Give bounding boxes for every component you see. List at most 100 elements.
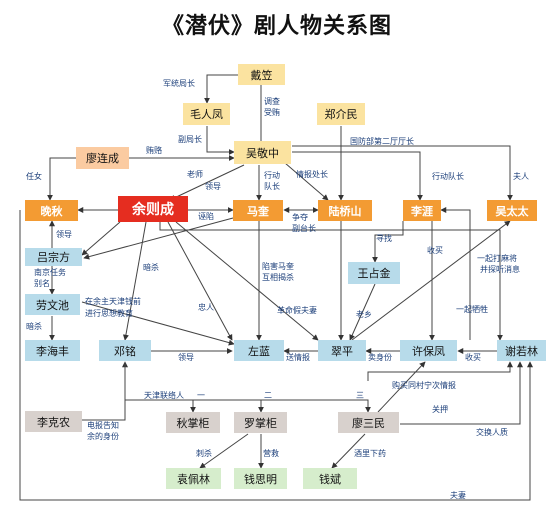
link-mao-wu: [206, 126, 235, 155]
link-deng-luo: [193, 399, 264, 413]
node-wang-zhanjin: 王占金: [348, 262, 400, 284]
link-liaosanmin-xu: [377, 361, 426, 413]
label-xingdong-2: 行动队长: [432, 172, 464, 181]
node-wu-jingzhong: 吴敬中: [234, 141, 291, 164]
label-er: 二: [264, 391, 272, 400]
label-yiqi-dama-a: 一起打麻将: [477, 254, 517, 263]
link-wu-wutaitai: [292, 145, 513, 201]
label-furen: 夫人: [513, 172, 529, 181]
node-ma-kui: 马奎: [233, 200, 283, 221]
link-cuiping-wutaitai: [351, 220, 511, 341]
label-yiqi-xisi: 一起牺牲: [456, 305, 488, 314]
link-wu-yu: [169, 164, 245, 201]
label-jiuli-xiayao: 酒里下药: [354, 449, 386, 458]
node-lu-qiaoshan: 陆桥山: [318, 200, 372, 221]
label-tianjin-lianluoren: 天津联络人: [144, 391, 184, 400]
label-jiaohuan: 交换人质: [476, 428, 508, 437]
node-dai-li: 戴笠: [238, 64, 285, 85]
label-yi: 一: [197, 391, 205, 400]
label-nanjing-a: 南京任务: [34, 268, 66, 277]
label-qingbao-chuzhang: 情报处长: [296, 170, 328, 179]
node-li-ya: 李涯: [403, 200, 441, 221]
label-xingdong-1b: 队长: [264, 182, 280, 191]
label-zhengduo-b: 副台长: [292, 224, 316, 233]
label-mai-shenfen: 卖身份: [368, 353, 392, 362]
label-ansha-1: 暗杀: [143, 263, 159, 272]
label-zhengduo-a: 争夺: [292, 213, 308, 222]
node-wan-qiu: 晚秋: [25, 200, 78, 221]
link-yu-zuolan: [167, 221, 233, 341]
node-liao-liancheng: 廖连成: [76, 147, 129, 169]
link-liaosanmin-xie: [367, 361, 513, 381]
link-wang-cuiping: [349, 283, 376, 341]
link-luo-yuan: [199, 433, 249, 469]
label-geming-fuqi: 革命假夫妻: [277, 306, 317, 315]
label-huilu: 贿赂: [146, 146, 162, 155]
label-xianhai-makui-a: 陷害马奎: [262, 262, 294, 271]
label-diaocha: 调查: [264, 97, 280, 106]
label-shoumai-1: 收买: [427, 246, 443, 255]
label-lingdao-3: 领导: [178, 353, 194, 362]
label-nanjing-b: 别名: [34, 279, 50, 288]
label-xianhai: 诬陷: [198, 212, 214, 221]
node-deng-ming: 邓铭: [99, 340, 151, 361]
label-guofangbu: 国防部第二厅厅长: [350, 137, 414, 146]
link-likenong-xie: [19, 210, 533, 501]
link-dai-mao: [204, 74, 238, 104]
label-zai-yuzhu-b: 进行思想教育: [85, 309, 133, 318]
node-cui-ping: 翠平: [318, 340, 366, 361]
label-xingdong-1a: 行动: [264, 171, 280, 180]
label-danjiu: 营救: [263, 449, 279, 458]
node-qian-siming: 钱思明: [234, 468, 287, 489]
label-songqingbao: 送情报: [286, 353, 310, 362]
node-li-kenong: 李克农: [25, 411, 82, 432]
link-deng-liao: [261, 399, 371, 413]
label-laoxiang: 老乡: [356, 310, 372, 319]
diagram-title: 《潜伏》剧人物关系图: [161, 14, 392, 39]
link-xie-liya: [440, 207, 471, 340]
label-zai-yuzhu-a: 在余主天津钱前: [85, 297, 141, 306]
label-yiqi-dama-b: 并探听消息: [480, 265, 520, 274]
node-lv-zongfang: 吕宗方: [25, 248, 82, 266]
link-ma-lv: [83, 217, 234, 260]
node-luo-zhanggui: 罗掌柜: [234, 412, 287, 433]
link-liao-qianbin: [331, 433, 366, 469]
label-cisha: 刺杀: [196, 449, 212, 458]
link-yu-deng: [122, 221, 147, 341]
label-ansha-2: 暗杀: [26, 322, 42, 331]
node-li-haifeng: 李海丰: [25, 340, 80, 361]
node-lao-wenchi: 劳文池: [25, 294, 80, 315]
link-liya-wang: [372, 221, 404, 263]
link-deng-qiu: [124, 362, 196, 413]
node-xie-ruolin: 谢若林: [497, 340, 546, 361]
label-lingdao-2: 领导: [56, 230, 72, 239]
label-renv: 任女: [26, 172, 42, 181]
node-yu-zecheng: 余则成: [118, 196, 188, 222]
label-dianbao-b: 余的身份: [87, 432, 119, 441]
link-likenong-deng: [82, 361, 128, 421]
label-san: 三: [356, 391, 364, 400]
label-dianbao-a: 电报告知: [87, 421, 119, 430]
label-goumai: 购买同村宁次情报: [392, 381, 456, 390]
link-lao-zuolan: [81, 301, 235, 346]
node-wu-taitai: 吴太太: [487, 200, 537, 221]
label-lingdao-1: 领导: [205, 182, 221, 191]
label-shouhui: 受贿: [264, 108, 280, 117]
node-qian-bin: 钱斌: [303, 468, 357, 489]
node-yuan-peilin: 袁佩林: [166, 468, 221, 489]
node-liao-sanmin: 廖三民: [338, 412, 399, 433]
node-mao-renfeng: 毛人凤: [183, 103, 230, 125]
node-zheng-jiemin: 郑介民: [317, 103, 365, 125]
label-shoumai-2: 收买: [465, 353, 481, 362]
link-liao-wanqiu: [47, 157, 82, 201]
label-zhongren: 忠人: [198, 303, 214, 312]
node-xu-baofeng: 许保凤: [400, 340, 457, 361]
label-xunzhao: 寻找: [376, 234, 392, 243]
label-fuqi: 夫妻: [450, 491, 466, 500]
link-yu-cuiping: [175, 221, 319, 341]
label-laoshi: 老师: [187, 170, 203, 179]
link-yu-xie: [159, 222, 503, 341]
node-qiu-zhanggui: 秋掌柜: [166, 412, 220, 433]
label-guanya: 关押: [432, 405, 448, 414]
